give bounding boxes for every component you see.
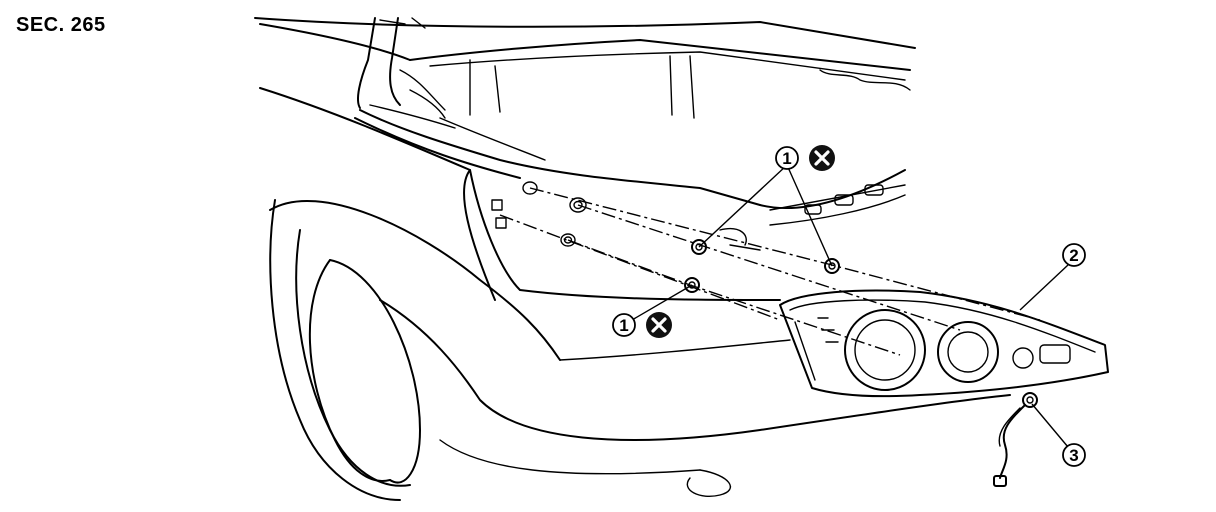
trunk-hinge [357, 17, 456, 129]
leader-lines [631, 164, 1069, 448]
alignment-lines [499, 187, 1041, 356]
trunk-lid [254, 17, 916, 119]
callout-socket: 3 [1062, 443, 1086, 467]
section-label: SEC. 265 [16, 14, 106, 36]
rear-panel [354, 109, 906, 251]
callout-lamp: 2 [1062, 243, 1086, 267]
bulb-socket-harness [993, 392, 1038, 487]
callout-number: 1 [782, 149, 791, 168]
x-circle-icon [646, 312, 672, 338]
callout-number: 3 [1069, 446, 1078, 465]
callout-nut-left: 1 [612, 313, 636, 337]
rear-quarter-body [259, 87, 1011, 497]
nut-upper-left [691, 239, 707, 255]
callout-number: 2 [1069, 246, 1078, 265]
nut-lower [684, 277, 700, 293]
rear-combination-lamp [779, 289, 1109, 398]
x-circle-icon [809, 145, 835, 171]
callout-number: 1 [619, 316, 628, 335]
nut-upper-right [824, 258, 840, 274]
callout-nut-top: 1 [775, 146, 799, 170]
rear-wheel [269, 199, 421, 501]
mounting-nuts [684, 239, 840, 293]
